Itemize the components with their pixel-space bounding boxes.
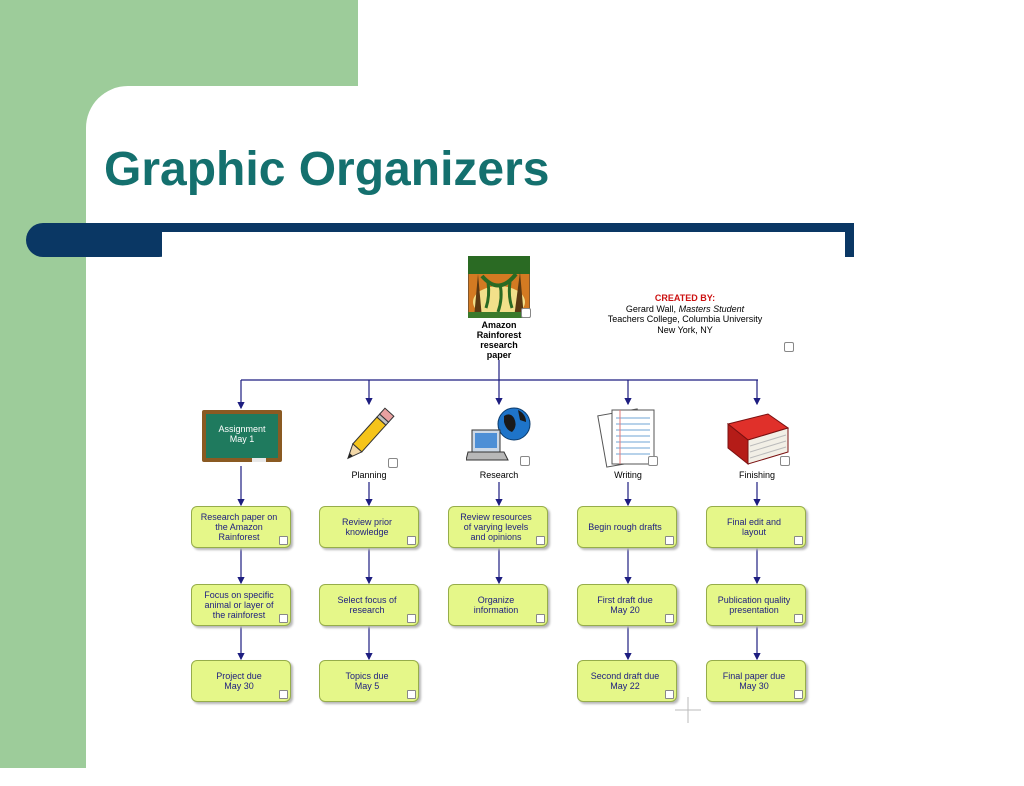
step-checkbox[interactable]	[407, 536, 416, 545]
step-text: Review resources of varying levels and o…	[460, 512, 532, 542]
branch-label-planning: Planning	[351, 470, 387, 480]
organizer-diagram: Amazon Rainforest research paper CREATED…	[191, 255, 806, 723]
step-checkbox[interactable]	[536, 536, 545, 545]
step-box[interactable]: Begin rough drafts	[577, 506, 677, 548]
title-bar-line	[150, 223, 854, 232]
step-box[interactable]: Project due May 30	[191, 660, 291, 702]
chalkboard-text-value: Assignment May 1	[218, 424, 266, 444]
step-checkbox[interactable]	[407, 614, 416, 623]
step-box[interactable]: Topics due May 5	[319, 660, 419, 702]
step-text: Focus on specific animal or layer of the…	[204, 590, 274, 620]
crosshair-icon	[675, 697, 701, 723]
chalkboard-icon: Assignment May 1	[202, 410, 282, 464]
credit-checkbox[interactable]	[784, 342, 794, 352]
step-box[interactable]: Select focus of research	[319, 584, 419, 626]
computer-checkbox[interactable]	[520, 456, 530, 466]
step-text: First draft due May 20	[597, 595, 653, 615]
step-checkbox[interactable]	[279, 690, 288, 699]
step-text: Research paper on the Amazon Rainforest	[200, 512, 278, 542]
step-text: Second draft due May 22	[590, 671, 660, 691]
step-box[interactable]: Final edit and layout	[706, 506, 806, 548]
step-box[interactable]: Review prior knowledge	[319, 506, 419, 548]
root-label: Amazon Rainforest research paper	[459, 320, 539, 360]
step-box[interactable]: Focus on specific animal or layer of the…	[191, 584, 291, 626]
credit-heading: CREATED BY:	[654, 293, 716, 303]
step-checkbox[interactable]	[665, 536, 674, 545]
computer-globe-icon	[465, 404, 534, 468]
branch-connectors	[237, 380, 761, 661]
step-box[interactable]: Final paper due May 30	[706, 660, 806, 702]
step-box[interactable]: Second draft due May 22	[577, 660, 677, 702]
credit-org: Teachers College, Columbia University	[607, 314, 763, 324]
credit-city: New York, NY	[657, 324, 713, 335]
step-checkbox[interactable]	[279, 536, 288, 545]
credit-name: Gerard Wall,	[625, 303, 677, 314]
paper-checkbox[interactable]	[648, 456, 658, 466]
step-box[interactable]: Publication quality presentation	[706, 584, 806, 626]
step-checkbox[interactable]	[407, 690, 416, 699]
step-text: Organize information	[473, 595, 519, 615]
pencil-checkbox[interactable]	[388, 458, 398, 468]
credit-author-line: Gerard Wall, Masters Student	[590, 304, 780, 315]
root-checkbox[interactable]	[521, 308, 531, 318]
step-text: Select focus of research	[337, 595, 397, 615]
root-label-line: Amazon	[481, 320, 517, 330]
branch-label-writing: Writing	[614, 470, 642, 480]
credit-note: CREATED BY: Gerard Wall, Masters Student…	[590, 293, 780, 335]
rainforest-icon	[467, 255, 531, 319]
step-text: Publication quality presentation	[717, 595, 791, 615]
connector-lines	[237, 360, 761, 661]
step-checkbox[interactable]	[794, 614, 803, 623]
paper-stack-icon	[596, 406, 660, 468]
root-label-line: Rainforest	[476, 330, 522, 340]
step-text: Final edit and layout	[726, 517, 782, 537]
branch-label-finishing: Finishing	[738, 470, 776, 480]
branch-label-research: Research	[479, 470, 519, 480]
step-text: Topics due May 5	[345, 671, 389, 691]
step-box[interactable]: Research paper on the Amazon Rainforest	[191, 506, 291, 548]
root-label-line: paper	[486, 350, 512, 360]
step-checkbox[interactable]	[536, 614, 545, 623]
step-box[interactable]: Organize information	[448, 584, 548, 626]
chalkboard-text: Assignment May 1	[206, 424, 278, 444]
title-bar-end	[845, 223, 854, 257]
step-text: Begin rough drafts	[588, 522, 662, 532]
slide-title: Graphic Organizers	[104, 143, 550, 196]
root-label-line: research	[480, 340, 518, 350]
step-checkbox[interactable]	[665, 690, 674, 699]
step-checkbox[interactable]	[279, 614, 288, 623]
step-box[interactable]: First draft due May 20	[577, 584, 677, 626]
book-checkbox[interactable]	[780, 456, 790, 466]
book-icon	[724, 410, 792, 468]
step-text: Project due May 30	[216, 671, 262, 691]
step-checkbox[interactable]	[794, 536, 803, 545]
credit-role: Masters Student	[678, 303, 745, 314]
step-checkbox[interactable]	[794, 690, 803, 699]
step-text: Final paper due May 30	[722, 671, 786, 691]
step-box[interactable]: Review resources of varying levels and o…	[448, 506, 548, 548]
step-checkbox[interactable]	[665, 614, 674, 623]
step-text: Review prior knowledge	[341, 517, 392, 537]
pencil-icon	[336, 404, 400, 468]
